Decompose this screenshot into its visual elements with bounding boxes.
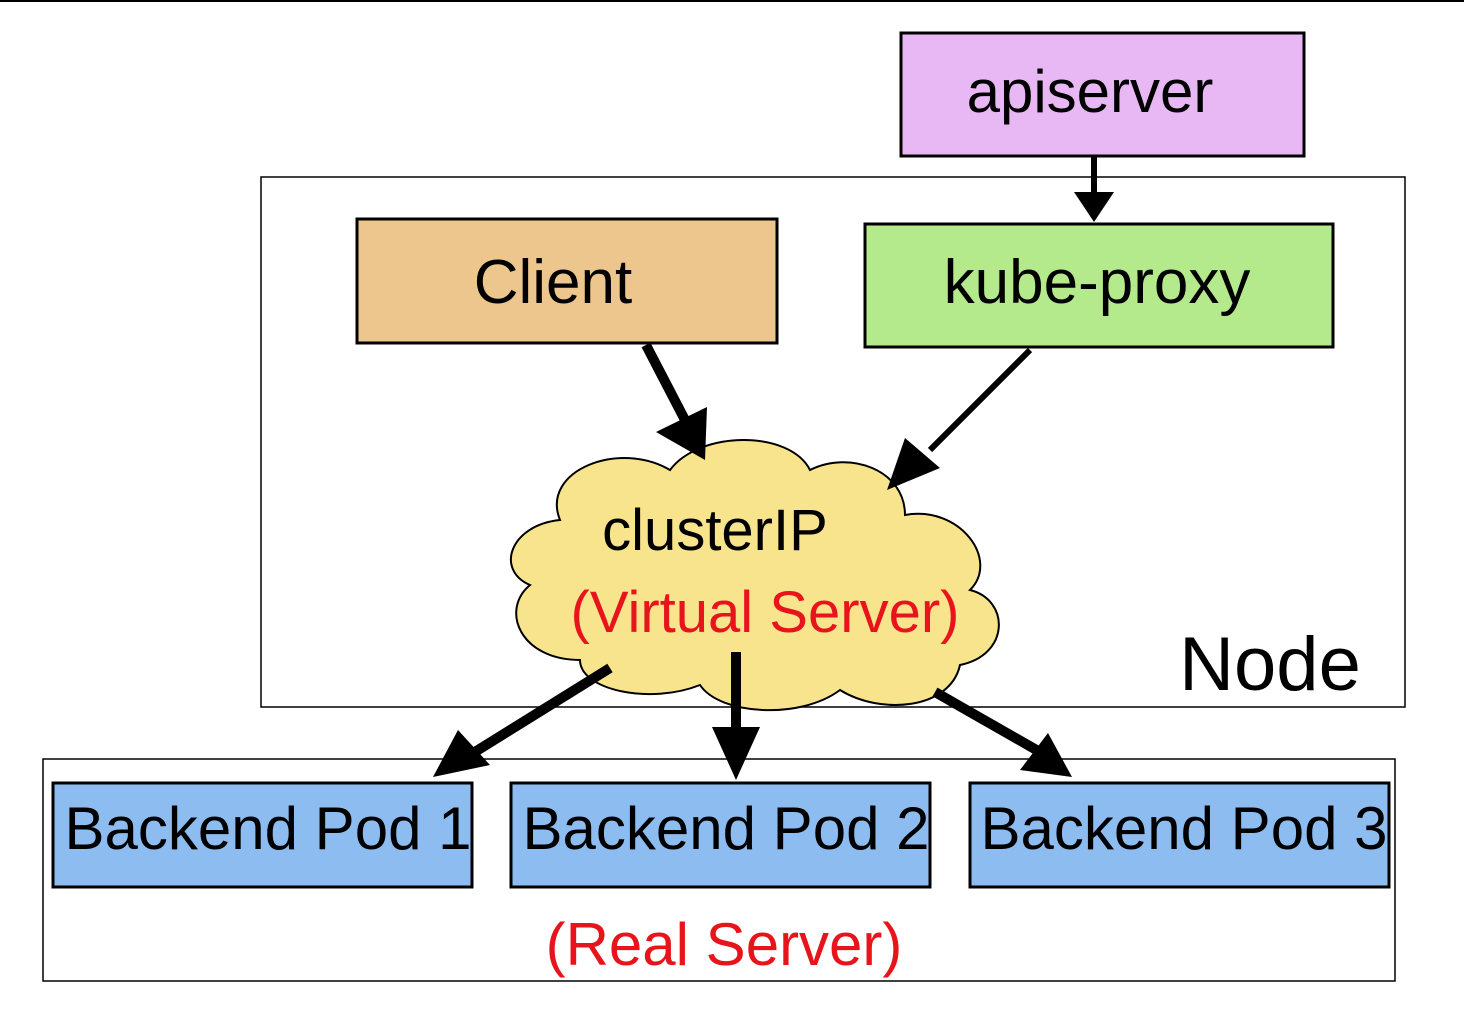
backend-pod-2-box — [509, 781, 932, 889]
real-server-group-label: (Real Server) — [546, 911, 903, 978]
backend-pod-1-label: Backend Pod 1 — [65, 795, 472, 862]
node-group-label: Node — [1179, 622, 1361, 707]
arrow-cluster-ip-to-backend-pod-3 — [932, 687, 1072, 777]
client-box — [355, 217, 779, 345]
apiserver-box — [899, 31, 1306, 158]
backend-pod-3-box — [968, 781, 1391, 889]
client-label: Client — [474, 248, 633, 317]
arrow-client-to-cluster-ip — [641, 342, 707, 460]
backend-pod-1-box — [51, 781, 474, 889]
arrow-cluster-ip-to-backend-pod-2 — [712, 652, 760, 780]
apiserver-label: apiserver — [967, 58, 1214, 125]
backend-pod-2-label: Backend Pod 2 — [523, 795, 930, 862]
arrow-kube-proxy-to-cluster-ip — [887, 347, 1033, 490]
kube-proxy-box — [863, 222, 1335, 349]
backend-pod-3-label: Backend Pod 3 — [981, 795, 1388, 862]
cluster-ip-sublabel: (Virtual Server) — [571, 580, 960, 645]
arrow-cluster-ip-to-backend-pod-1 — [433, 663, 613, 777]
cluster-ip-cloud — [510, 439, 1000, 712]
arrow-apiserver-to-kube-proxy — [1074, 157, 1114, 222]
kube-proxy-label: kube-proxy — [944, 248, 1251, 317]
cluster-ip-label: clusterIP — [602, 498, 828, 563]
